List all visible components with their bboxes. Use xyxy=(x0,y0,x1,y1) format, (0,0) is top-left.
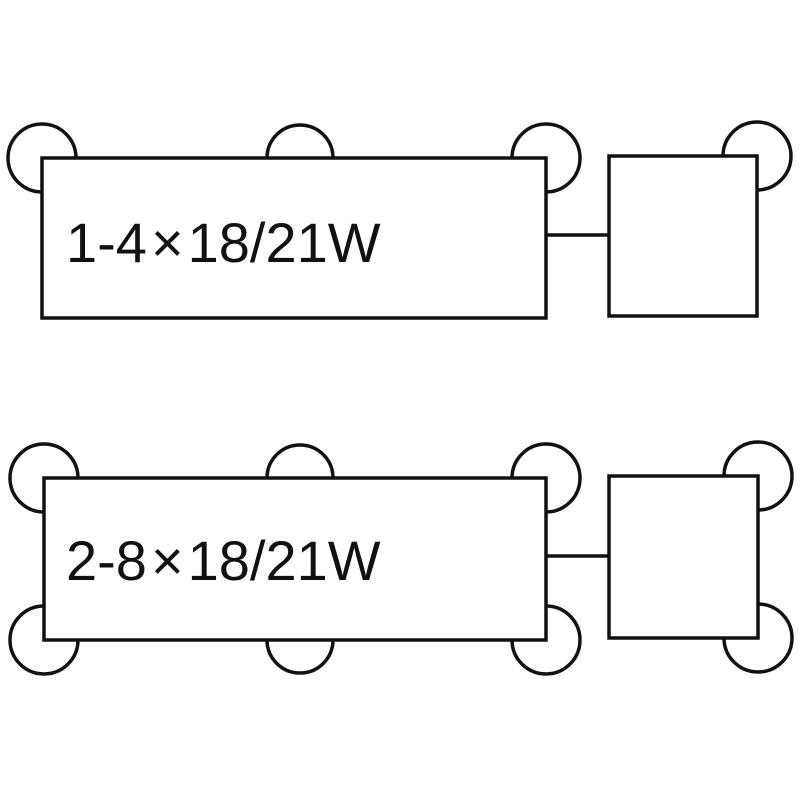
lamp-load-box xyxy=(40,156,548,320)
flasher-unit-box xyxy=(607,154,759,318)
load-label: 2-8×18/21W xyxy=(66,529,381,592)
top-diagram: 1-4×18/21W xyxy=(6,120,793,320)
lamp-load-box xyxy=(42,476,548,642)
load-label: 1-4×18/21W xyxy=(66,211,381,274)
flasher-unit-box xyxy=(607,474,760,640)
bottom-diagram: 2-8×18/21W xyxy=(8,440,794,676)
